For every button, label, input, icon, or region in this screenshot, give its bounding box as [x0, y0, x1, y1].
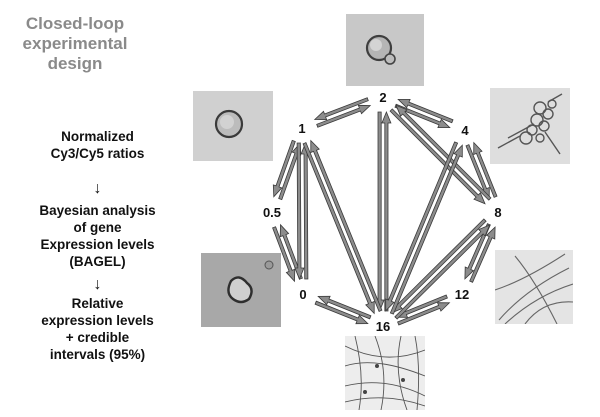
pipeline-step-relative-expression: Relative expression levels + credible in…	[0, 295, 195, 363]
arrow-n12-to-n8	[469, 226, 496, 283]
pipeline-step-bagel: Bayesian analysis of gene Expression lev…	[0, 202, 195, 270]
cell-image-timepoint-2	[346, 14, 424, 86]
title-line-1: Closed-loop	[25, 14, 125, 33]
arrow-n2-to-n4	[394, 103, 451, 128]
diagram-title: Closed-loop experimental design	[0, 14, 150, 74]
title-line-3: design	[47, 54, 103, 73]
arrow-n4-to-n16	[385, 141, 459, 312]
step2-line-2: of gene	[73, 220, 122, 235]
arrow-n8-to-n2	[395, 104, 492, 201]
arrow-n1-to-n16	[302, 142, 375, 315]
node-label-n05: 0.5	[263, 205, 281, 220]
down-arrow-icon: ↓	[93, 276, 102, 293]
arrow-n2-to-n8	[389, 108, 486, 205]
step2-line-4: (BAGEL)	[69, 254, 126, 269]
node-label-n1: 1	[298, 121, 305, 136]
arrow-n8-to-n12	[464, 223, 491, 280]
arrow-n16-to-n1	[310, 139, 383, 312]
cell-image-timepoint-1	[193, 91, 273, 161]
node-label-n2: 2	[379, 90, 386, 105]
arrow-n1-to-n05	[272, 139, 296, 198]
arrow-n2-to-n1	[313, 97, 369, 121]
edge-group	[272, 97, 498, 326]
arrow-n0-to-n16	[314, 300, 369, 325]
yeast-budding-icon	[346, 14, 424, 86]
node-label-group: 2 4 8 12 16 0 0.5 1	[263, 90, 502, 334]
node-label-n4: 4	[461, 123, 469, 138]
step1-line-1: Normalized	[61, 129, 134, 144]
node-label-n0: 0	[299, 287, 306, 302]
cell-image-timepoint-0	[201, 253, 281, 327]
node-label-n16: 16	[376, 319, 390, 334]
arrow-n16-to-n12	[397, 302, 451, 326]
step2-line-3: Expression levels	[40, 237, 155, 252]
step3-line-3: + credible	[65, 330, 130, 345]
cell-image-timepoint-8	[495, 250, 573, 324]
node-label-n8: 8	[494, 205, 501, 220]
germ-tubes-icon	[490, 88, 570, 164]
arrow-n16-to-n4	[389, 144, 463, 315]
yeast-round-icon	[193, 91, 273, 161]
title-line-2: experimental	[22, 34, 128, 53]
hyphae-icon	[495, 250, 573, 324]
step3-line-1: Relative	[71, 296, 124, 311]
arrow-n8-to-n4	[473, 141, 498, 198]
hyphae-mat-icon	[345, 336, 425, 410]
arrow-n1-to-n2	[316, 104, 372, 128]
arrow-n16-to-n0	[317, 295, 372, 320]
step1-line-2: Cy3/Cy5 ratios	[50, 146, 145, 161]
step3-line-2: expression levels	[41, 313, 154, 328]
step2-line-1: Bayesian analysis	[39, 203, 156, 218]
arrow-n1-to-n0	[294, 142, 305, 281]
pipeline-step-normalized-ratios: Normalized Cy3/Cy5 ratios	[0, 128, 195, 162]
step3-line-4: intervals (95%)	[49, 347, 146, 362]
arrow-n05-to-n0	[272, 226, 296, 283]
yeast-shrunken-icon	[201, 253, 281, 327]
arrow-n16-to-n8	[394, 224, 491, 320]
cell-image-timepoint-16	[345, 336, 425, 410]
node-label-n12: 12	[455, 287, 469, 302]
down-arrow-icon: ↓	[93, 180, 102, 197]
arrow-n4-to-n2	[397, 99, 454, 124]
cell-image-timepoint-4	[490, 88, 570, 164]
arrow-n16-to-n2	[381, 110, 392, 312]
arrow-n2-to-n16	[374, 111, 385, 313]
arrow-n0-to-n1	[300, 141, 311, 280]
